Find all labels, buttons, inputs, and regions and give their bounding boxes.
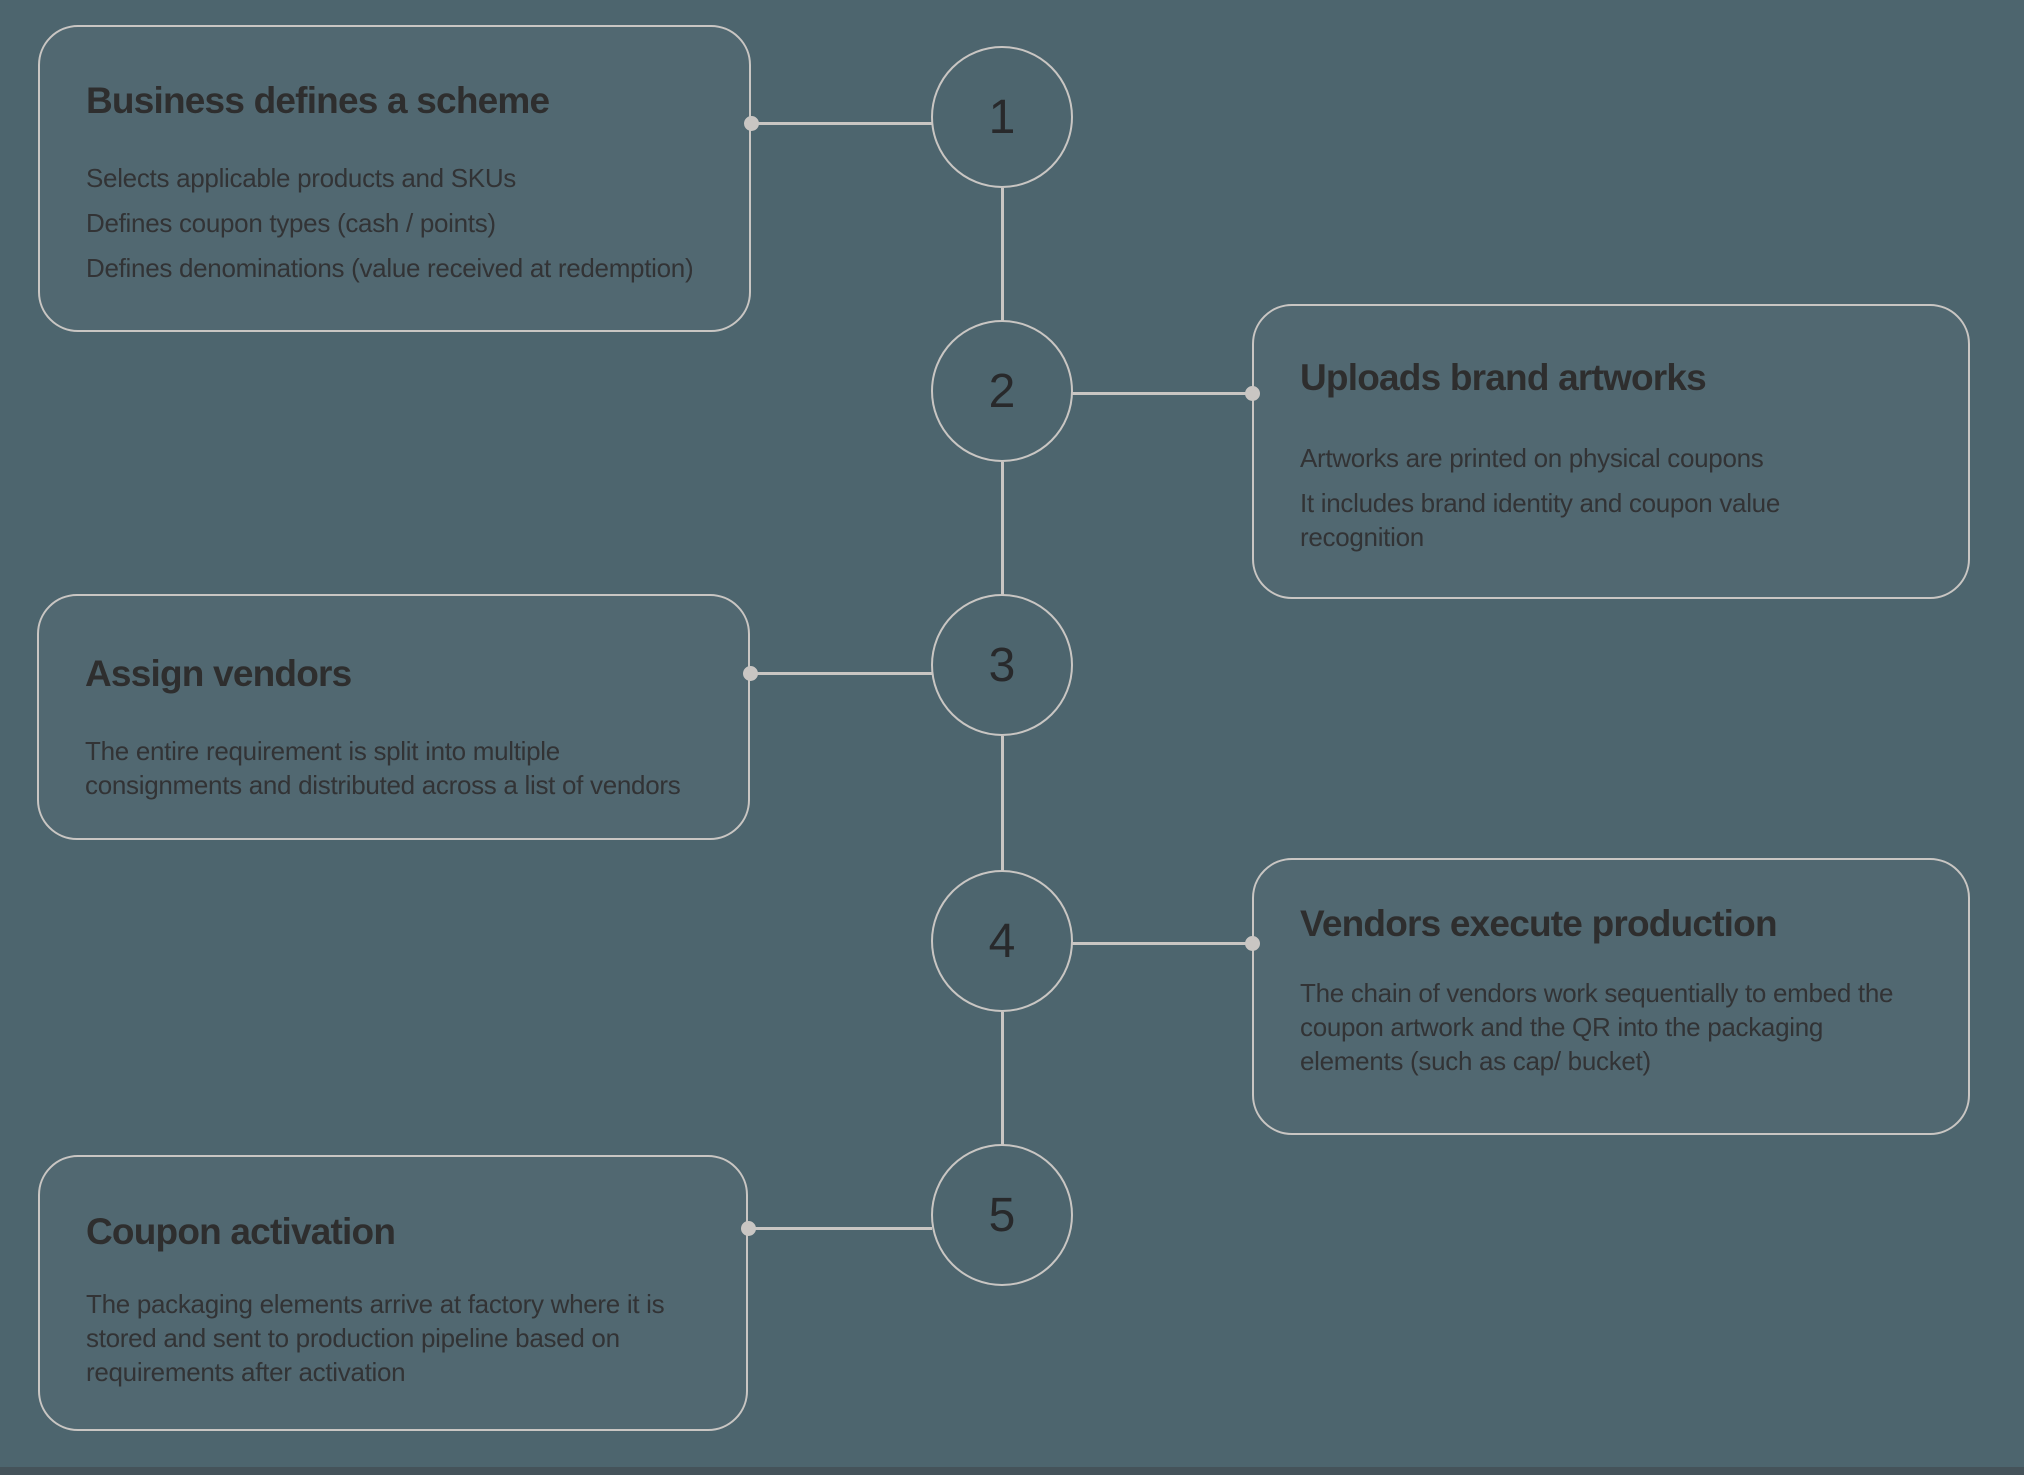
connector-dot-1 [744, 116, 759, 131]
connector-horizontal-line-1 [751, 122, 932, 125]
connector-horizontal-line-5 [748, 1227, 932, 1230]
step-number-node-1: 1 [931, 46, 1073, 188]
step-number: 2 [988, 364, 1016, 418]
step-number-node-4: 4 [931, 870, 1073, 1012]
step-title: Uploads brand artworks [1300, 357, 1707, 398]
step-number: 1 [988, 90, 1016, 144]
step-body: The chain of vendors work sequentially t… [1300, 976, 1930, 1078]
step-number-node-3: 3 [931, 594, 1073, 736]
step-body: The packaging elements arrive at factory… [86, 1287, 686, 1389]
step-card-5: Coupon activation The packaging elements… [38, 1155, 748, 1431]
connector-horizontal-line-4 [1072, 942, 1253, 945]
step-number: 4 [988, 914, 1016, 968]
step-title: Coupon activation [86, 1211, 396, 1252]
step-number: 5 [988, 1188, 1016, 1242]
step-body: The entire requirement is split into mul… [85, 734, 705, 802]
step-title: Vendors execute production [1300, 903, 1778, 944]
connector-dot-4 [1245, 936, 1260, 951]
step-paragraph: The packaging elements arrive at factory… [86, 1289, 665, 1387]
connector-vertical-line-4-5 [1001, 1012, 1004, 1145]
connector-dot-3 [743, 666, 758, 681]
step-paragraph: Selects applicable products and SKUs [86, 163, 517, 193]
step-card-2: Uploads brand artworks Artworks are prin… [1252, 304, 1970, 599]
connector-vertical-line-1-2 [1001, 188, 1004, 321]
connector-dot-2 [1245, 386, 1260, 401]
step-paragraph: Defines coupon types (cash / points) [86, 208, 496, 238]
step-title: Assign vendors [85, 653, 352, 694]
step-paragraph: It includes brand identity and coupon va… [1300, 488, 1780, 552]
step-card-3: Assign vendors The entire requirement is… [37, 594, 750, 840]
connector-horizontal-line-3 [750, 672, 932, 675]
step-paragraph: Defines denominations (value received at… [86, 253, 694, 283]
connector-vertical-line-2-3 [1001, 462, 1004, 595]
step-body: Artworks are printed on physical coupons… [1300, 441, 1900, 554]
connector-vertical-line-3-4 [1001, 736, 1004, 871]
step-paragraph: The chain of vendors work sequentially t… [1300, 978, 1894, 1076]
step-number-node-5: 5 [931, 1144, 1073, 1286]
connector-horizontal-line-2 [1072, 392, 1253, 395]
step-card-1: Business defines a scheme Selects applic… [38, 25, 751, 332]
step-body: Selects applicable products and SKUs Def… [86, 161, 719, 285]
step-number: 3 [988, 638, 1016, 692]
connector-dot-5 [741, 1221, 756, 1236]
step-paragraph: The entire requirement is split into mul… [85, 736, 681, 800]
step-card-4: Vendors execute production The chain of … [1252, 858, 1970, 1135]
step-title: Business defines a scheme [86, 80, 550, 121]
step-paragraph: Artworks are printed on physical coupons [1300, 443, 1764, 473]
step-number-node-2: 2 [931, 320, 1073, 462]
bottom-edge-strip [0, 1467, 2024, 1475]
